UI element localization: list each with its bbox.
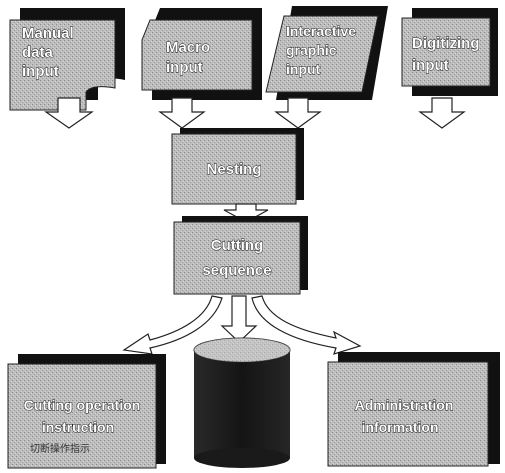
svg-text:instruction: instruction (42, 419, 114, 435)
svg-text:graphic: graphic (286, 42, 337, 58)
cutting-instruction-box: Cutting operation instruction 切断操作指示 (7, 354, 166, 469)
digitizing-input-line-2: input (412, 57, 449, 74)
administration-information-box: Administration information (327, 352, 500, 467)
instruction-line-2: instruction (42, 419, 114, 435)
nesting-box: Nesting (171, 128, 304, 205)
svg-text:input: input (166, 59, 203, 76)
svg-text:sequence: sequence (202, 262, 271, 279)
database-cylinder (193, 337, 291, 468)
svg-text:Administration: Administration (355, 397, 454, 413)
svg-text:Manual: Manual (22, 25, 74, 42)
cutting-line-1: Cutting (211, 237, 263, 254)
arrow-to-database (220, 295, 258, 343)
arrow-macro-to-nesting (158, 97, 206, 129)
svg-text:input: input (286, 61, 321, 77)
arrow-to-administration (251, 295, 362, 355)
manual-input-line-3: input (22, 63, 59, 80)
manual-input-line-1: Manual (22, 25, 74, 42)
instruction-line-1: Cutting operation (24, 397, 141, 413)
arrow-interactive-to-nesting (274, 97, 322, 129)
cutting-sequence-box: Cutting sequence (173, 216, 308, 295)
digitizing-input-line-1: Digitizing (412, 35, 480, 52)
branch-arrows (122, 295, 362, 355)
cutting-line-2: sequence (202, 262, 271, 279)
arrow-manual-to-nesting (44, 97, 94, 129)
interactive-input-line-1: Interactive (286, 23, 356, 39)
administration-line-1: Administration (355, 397, 454, 413)
svg-text:input: input (412, 57, 449, 74)
svg-text:information: information (362, 419, 439, 435)
administration-line-2: information (362, 419, 439, 435)
svg-text:input: input (22, 63, 59, 80)
manual-data-input-box: Manual data input (9, 8, 125, 111)
arrow-digitizing-to-nesting (418, 97, 466, 129)
macro-input-line-1: Macro (166, 39, 210, 56)
svg-text:data: data (22, 44, 54, 61)
svg-text:Cutting: Cutting (211, 237, 263, 254)
instruction-sub-text: 切断操作指示 (30, 442, 90, 455)
svg-text:Interactive: Interactive (286, 23, 356, 39)
digitizing-input-box: Digitizing input (401, 8, 498, 96)
manual-input-line-2: data (22, 44, 54, 61)
arrow-to-instruction (122, 295, 223, 355)
macro-input-line-2: input (166, 59, 203, 76)
interactive-input-line-2: graphic (286, 42, 337, 58)
svg-text:Cutting operation: Cutting operation (24, 397, 141, 413)
svg-text:Digitizing: Digitizing (412, 35, 480, 52)
interactive-input-line-3: input (286, 61, 321, 77)
interactive-graphic-input-box: Interactive graphic input (265, 6, 388, 100)
macro-input-box: Macro input (141, 8, 262, 100)
nesting-label: Nesting (206, 161, 261, 178)
svg-text:Macro: Macro (166, 39, 210, 56)
